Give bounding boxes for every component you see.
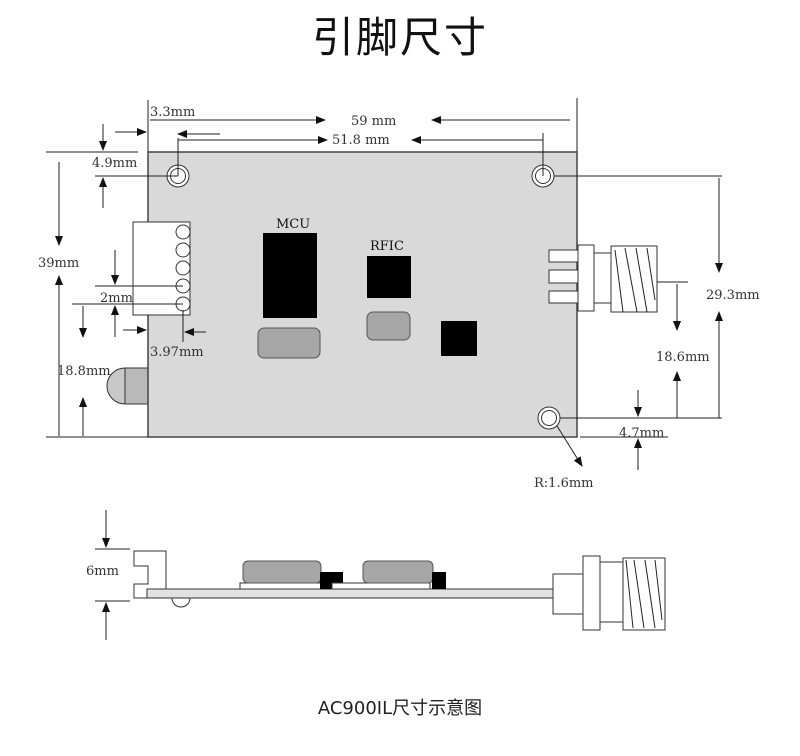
dim-hole-spacing-y: 29.3mm xyxy=(706,288,760,303)
dim-hole-offset-x: 3.3mm xyxy=(150,105,195,120)
pcb-board xyxy=(147,151,578,438)
crystal xyxy=(257,327,321,359)
mounting-hole xyxy=(537,406,561,430)
diagram-caption: AC900IL尺寸示意图 xyxy=(317,698,483,719)
crystal-side xyxy=(362,560,434,584)
dim-ir-height: 18.8mm xyxy=(57,364,111,379)
small-chip xyxy=(441,321,477,356)
rfic-label: RFIC xyxy=(370,239,404,254)
dimension-lines xyxy=(46,98,723,470)
dim-hole-offset-y: 4.9mm xyxy=(92,156,137,171)
mcu-chip xyxy=(263,233,317,318)
antenna-connector-side xyxy=(552,555,666,631)
antenna-connector xyxy=(548,244,658,313)
crystal-side xyxy=(242,560,322,584)
pin-header-side xyxy=(133,550,167,599)
rfic-chip xyxy=(367,256,411,298)
top-view: MCU RFIC xyxy=(38,98,760,491)
dim-height-total: 39mm xyxy=(38,256,79,271)
dim-side-height: 6mm xyxy=(86,564,119,579)
diagram-title: 引脚尺寸 xyxy=(311,13,488,62)
dim-hole-spacing-x: 51.8 mm xyxy=(332,133,390,148)
pin-header xyxy=(132,221,191,316)
side-view: 6mm xyxy=(86,510,666,640)
ir-receiver xyxy=(106,367,150,405)
crystal xyxy=(366,311,411,341)
mcu-label: MCU xyxy=(276,217,310,232)
pcb-side xyxy=(146,588,590,599)
dim-pin-pitch: 2mm xyxy=(100,291,133,306)
dim-width-total: 59 mm xyxy=(351,114,396,129)
dim-hole-radius: R:1.6mm xyxy=(534,476,594,491)
dim-antenna-height: 18.6mm xyxy=(656,350,710,365)
dim-pin-offset: 3.97mm xyxy=(150,345,204,360)
dim-bottom-hole-offset: 4.7mm xyxy=(619,426,664,441)
